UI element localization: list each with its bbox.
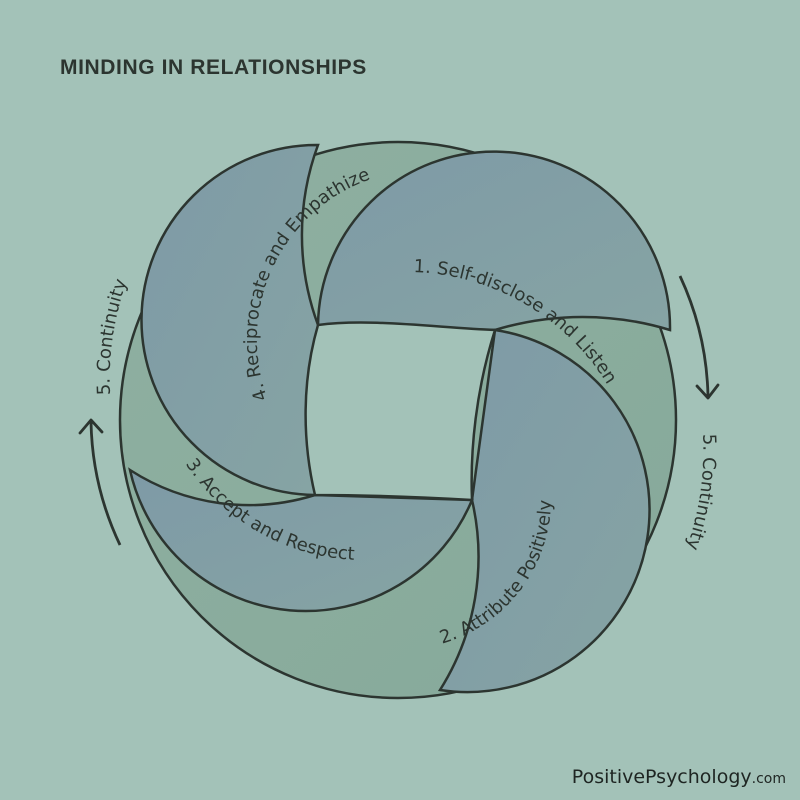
arrow-right-down-icon	[678, 275, 720, 400]
band-attribute	[437, 328, 651, 694]
center-opening	[304, 321, 497, 502]
band-self-disclose	[316, 150, 672, 332]
band-reciprocate	[140, 143, 320, 497]
arrow-left-up-icon	[78, 418, 122, 546]
brand-tld: .com	[751, 771, 786, 787]
continuity-label-right: 5. Continuity	[682, 433, 720, 553]
band-accept	[128, 467, 474, 613]
page-title: MINDING IN RELATIONSHIPS	[60, 56, 367, 79]
brand-name: PositivePsychology	[571, 766, 752, 788]
footer-brand: PositivePsychology.com	[572, 766, 786, 788]
